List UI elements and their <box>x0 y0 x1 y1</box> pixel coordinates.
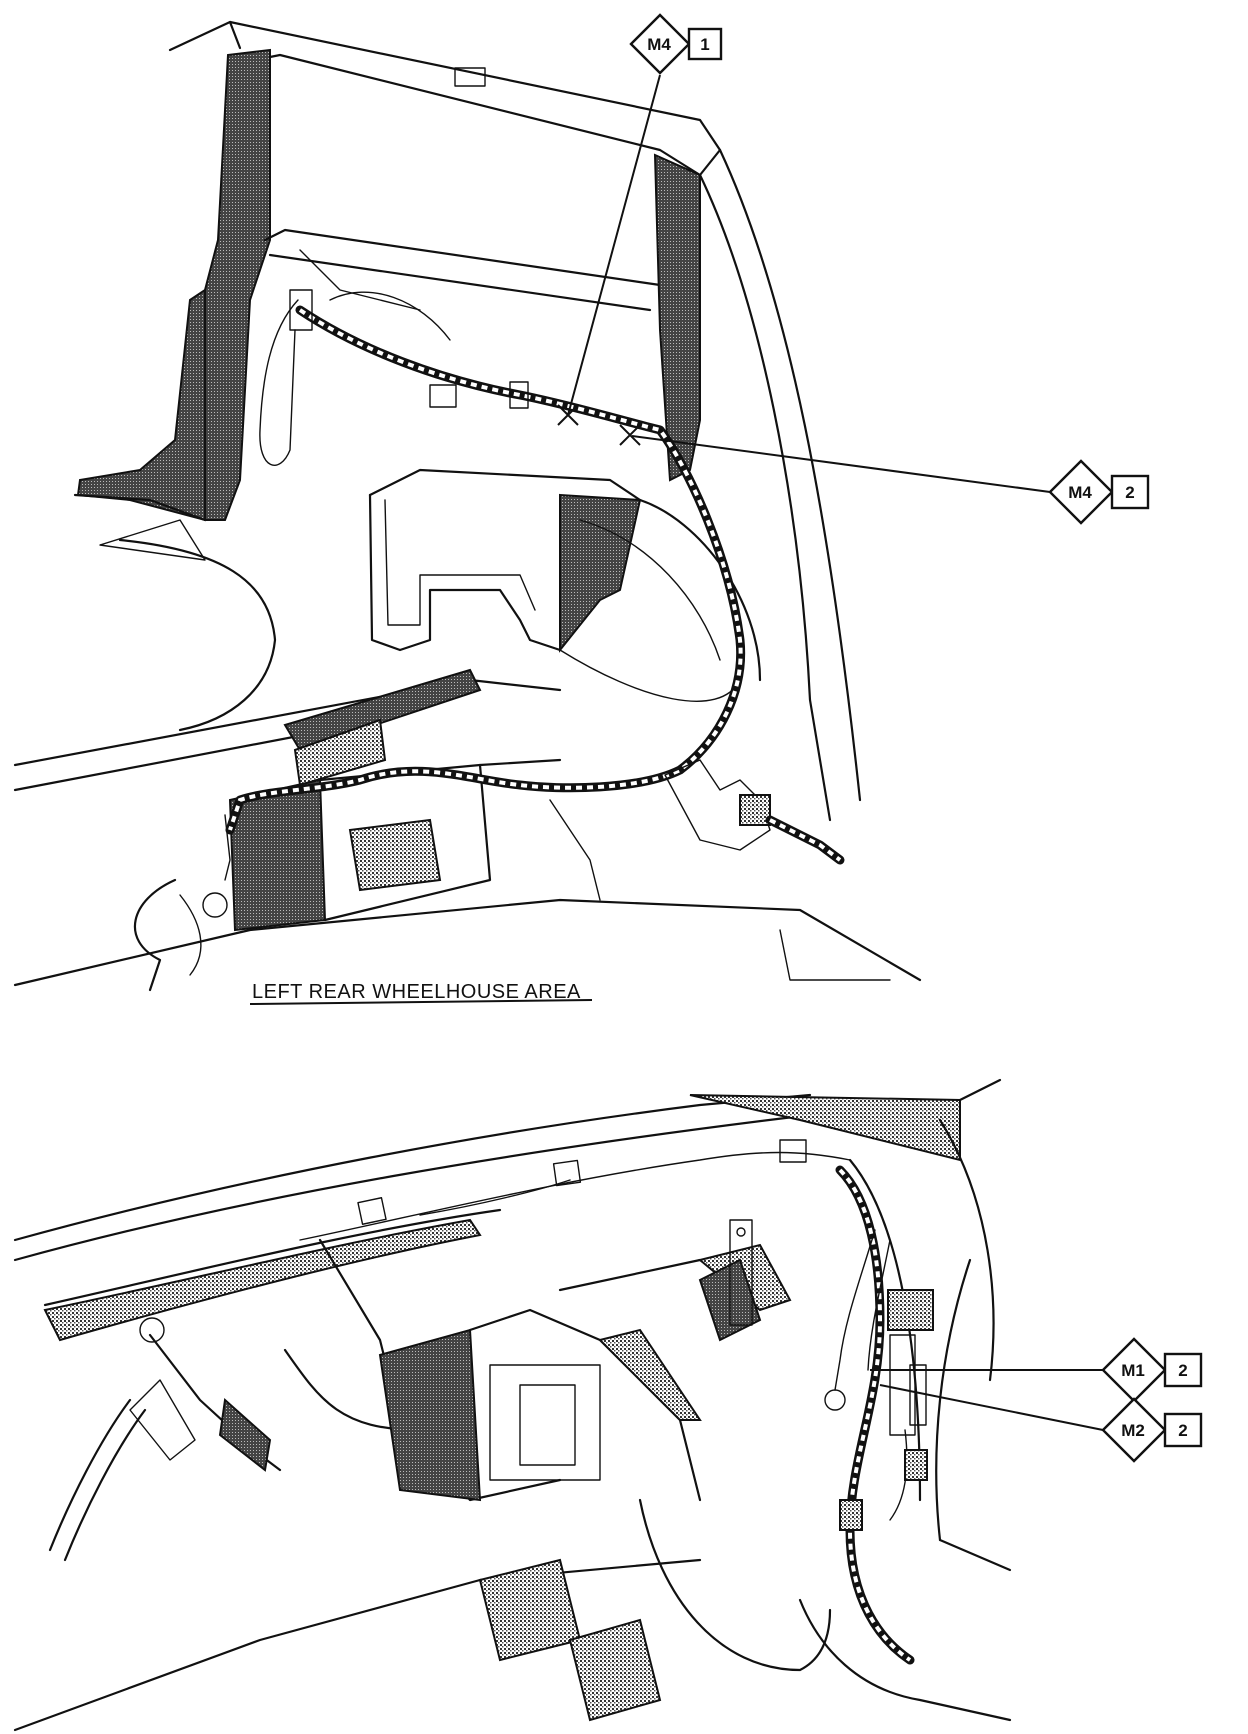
callout-number: 2 <box>1178 1421 1187 1440</box>
callout-number: 2 <box>1178 1361 1187 1380</box>
trunk-illustration <box>13 1078 1012 1732</box>
caption-group: LEFT REAR WHEELHOUSE AREA <box>249 981 593 1005</box>
callout-m1-2: M1 2 <box>1101 1337 1203 1403</box>
callout-code: M2 <box>1121 1421 1145 1440</box>
callout-m4-1: M4 1 <box>629 13 723 75</box>
callout-number: 2 <box>1125 483 1134 502</box>
callout-m2-2: M2 2 <box>1101 1397 1203 1463</box>
callout-number: 1 <box>700 35 709 54</box>
callout-code: M4 <box>1068 483 1092 502</box>
caption-underline <box>249 999 593 1005</box>
leader-lines <box>567 74 1104 1431</box>
callout-code: M1 <box>1121 1361 1145 1380</box>
caption-text: LEFT REAR WHEELHOUSE AREA <box>252 981 581 1003</box>
callout-code: M4 <box>647 35 671 54</box>
wheelhouse-illustration <box>13 20 922 992</box>
callout-m4-2: M4 2 <box>1048 459 1150 525</box>
